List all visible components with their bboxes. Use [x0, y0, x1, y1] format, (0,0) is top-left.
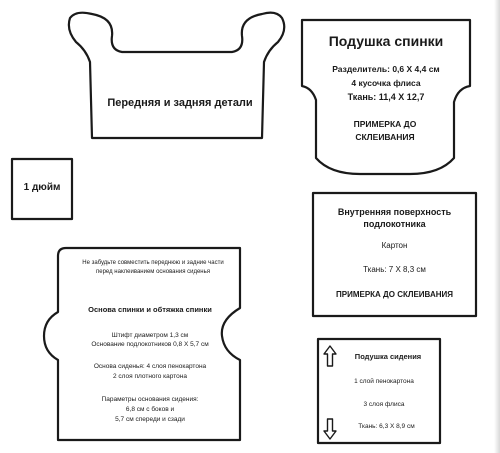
base-piece-params-1: Параметры основания сидения: — [101, 396, 199, 403]
base-piece-outline — [42, 246, 242, 442]
back-cushion-fitting-note: ПРИМЕРКА ДО СКЛЕИВАНИЯ — [353, 119, 417, 142]
front-back-piece-outline — [67, 11, 286, 140]
base-piece-seat-base-2: 2 слоя плотного картона — [113, 373, 187, 380]
back-cushion-divider-size: Разделитель: 0,6 Х 4,4 см — [332, 64, 440, 74]
arrow-up-icon — [323, 345, 337, 367]
arrow-down-icon — [323, 418, 337, 440]
base-piece-armrest-base: Основание подлокотников 0,8 Х 5,7 см — [91, 341, 209, 348]
base-piece-dowel: Штифт диаметром 1,3 см — [111, 332, 189, 339]
base-piece-reminder: Не забудьте совместить переднюю и задние… — [82, 260, 224, 275]
armrest-outline — [311, 191, 478, 318]
base-piece-params-2: 6,8 см с боков и — [125, 406, 175, 413]
base-piece-params-3: 5,7 см спереди и сзади — [115, 416, 185, 423]
page-edge-shadow — [494, 0, 500, 453]
armrest-fabric: Ткань: 7 Х 8,3 см — [363, 265, 426, 274]
back-cushion-outline — [300, 18, 472, 176]
back-cushion-fabric: Ткань: 11,4 Х 12,7 — [347, 92, 425, 102]
base-piece-heading: Основа спинки и обтяжка спинки — [88, 305, 212, 314]
seat-cushion-outline — [316, 337, 442, 445]
seat-cushion-fabric: Ткань: 6,3 Х 8,9 см — [358, 423, 415, 430]
seat-cushion-fleece: 3 слоя флиса — [363, 401, 405, 408]
back-cushion-title: Подушка спинки — [328, 33, 444, 49]
inch-square-outline — [10, 157, 74, 221]
inch-label: 1 дюйм — [23, 182, 61, 193]
armrest-fitting-note: ПРИМЕРКА ДО СКЛЕИВАНИЯ — [336, 290, 453, 299]
front-back-label: Передняя и задняя детали — [107, 97, 253, 109]
armrest-material: Картон — [381, 241, 408, 250]
armrest-title: Внутренняя поверхность подлокотника — [337, 207, 452, 229]
seat-cushion-foam: 1 слой пенокартона — [354, 378, 414, 385]
back-cushion-fleece: 4 кусочка флиса — [351, 78, 421, 88]
base-piece-seat-base-1: Основа сиденья: 4 слоя пенокартона — [93, 363, 207, 370]
seat-cushion-title: Подушка сидения — [354, 352, 422, 361]
